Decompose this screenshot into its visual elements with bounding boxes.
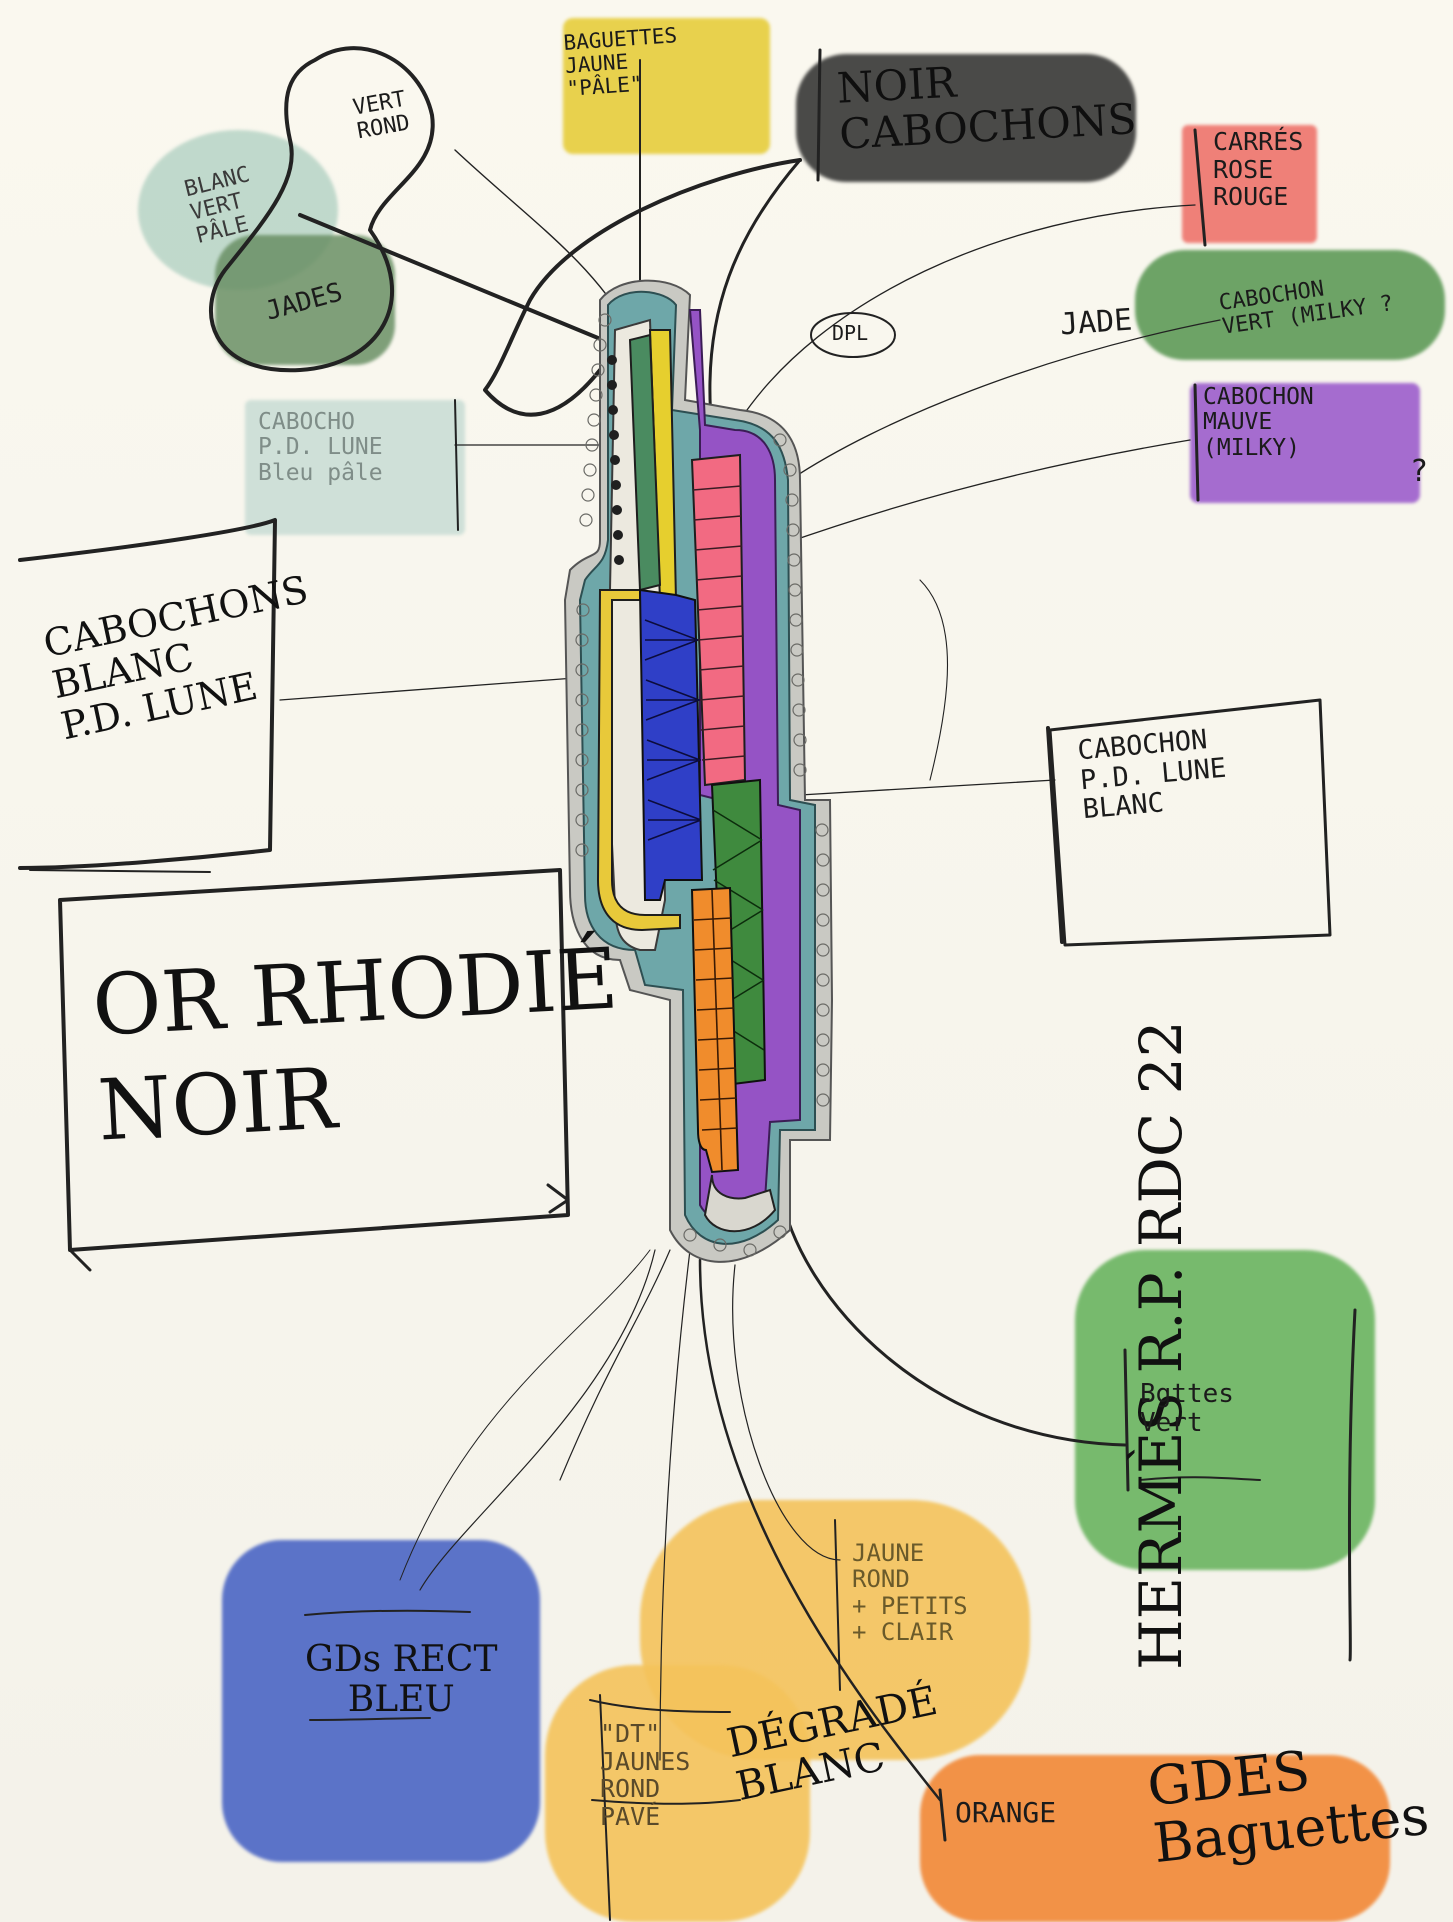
ring-yellow-ubar: [596, 589, 681, 932]
ring-orange-column: [690, 886, 740, 1174]
label-cabochon-pd-lune-blanc: CABOCHON P.D. LUNE BLANC: [1076, 724, 1228, 826]
leader-line: [779, 439, 1191, 546]
label-baguettes-jaune: BAGUETTES JAUNE "PÂLE": [562, 23, 678, 102]
box-or-rhodie: [58, 868, 570, 1252]
bean-outline: [209, 46, 435, 373]
black-swatch: [796, 54, 1136, 182]
box-cabochons-blanc: [18, 518, 277, 870]
leader-line: [399, 1249, 651, 1581]
ring-pink-column: [690, 453, 747, 787]
orange-swatch: [920, 1755, 1390, 1922]
label-orange: ORANGE: [955, 1796, 1057, 1829]
label-noir-cabochons: NOIR CABOCHONS: [835, 57, 1138, 159]
blue-swatch: [222, 1540, 540, 1862]
leader-line: [298, 213, 617, 347]
label-cabochon-mauve: CABOCHON MAUVE (MILKY): [1203, 384, 1314, 461]
leader-line: [559, 1249, 671, 1481]
ring-pink-lines: [692, 485, 746, 761]
ring-jewel: [563, 279, 834, 1263]
light-teal-swatch: [245, 400, 465, 535]
leader-line: [732, 1264, 841, 1561]
dpl-oval: [810, 312, 896, 358]
ring-black-dots: [607, 355, 624, 565]
leader-line: [419, 1249, 656, 1591]
label-dpl: DPL: [832, 321, 869, 345]
label-rp-signature: HERMÈS R.P. RDC 22: [1127, 1020, 1195, 1670]
dark-green-swatch: [215, 235, 395, 365]
leader-line: [778, 1188, 1127, 1447]
leader-line: [739, 204, 1196, 421]
label-dt-jaunes: "DT" JAUNES ROND PAVÉ: [600, 1719, 691, 1831]
sand-swatch-b: [545, 1665, 810, 1922]
ring-blue-column: [638, 588, 704, 901]
leader-line: [789, 319, 1221, 481]
label-cabochon-pd-lune-bleu: CABOCHO P.D. LUNE Bleu pâle: [258, 409, 383, 486]
label-carres-rose: CARRÉS ROSE ROUGE: [1213, 127, 1304, 211]
leader-line: [799, 779, 1056, 796]
label-vert-rond: VERT ROND: [351, 86, 412, 145]
box-cabochon-blanc: [1048, 698, 1332, 947]
label-jaune-rond: JAUNE ROND + PETITS + CLAIR: [852, 1539, 968, 1647]
leader-line: [279, 674, 616, 701]
leader-line: [698, 1258, 942, 1802]
purple-swatch: [1190, 383, 1420, 503]
ring-green-column: [628, 333, 662, 592]
leader-line: [708, 158, 802, 432]
leader-line: [483, 158, 802, 417]
label-or-rhodie: OR RHODIÉ NOIR: [90, 929, 621, 1160]
ring-pave-dots: [575, 313, 830, 1257]
yellow-swatch: [563, 18, 770, 154]
ring-blue-grid: [644, 619, 702, 841]
label-jade-right: JADE: [1058, 302, 1134, 343]
label-btes-vert: Bgttes Vert: [1140, 1379, 1234, 1438]
ring-orange-lines: [693, 889, 738, 1171]
green-swatch-top: [1135, 250, 1445, 360]
ring-bottom-cap: [703, 1174, 777, 1233]
leader-line: [919, 579, 948, 781]
label-gds-rect-bleu: GDs RECT BLEU: [305, 1639, 498, 1720]
leader-line: [659, 1249, 691, 1761]
label-cabochon-mauve-question: ?: [1410, 454, 1429, 489]
